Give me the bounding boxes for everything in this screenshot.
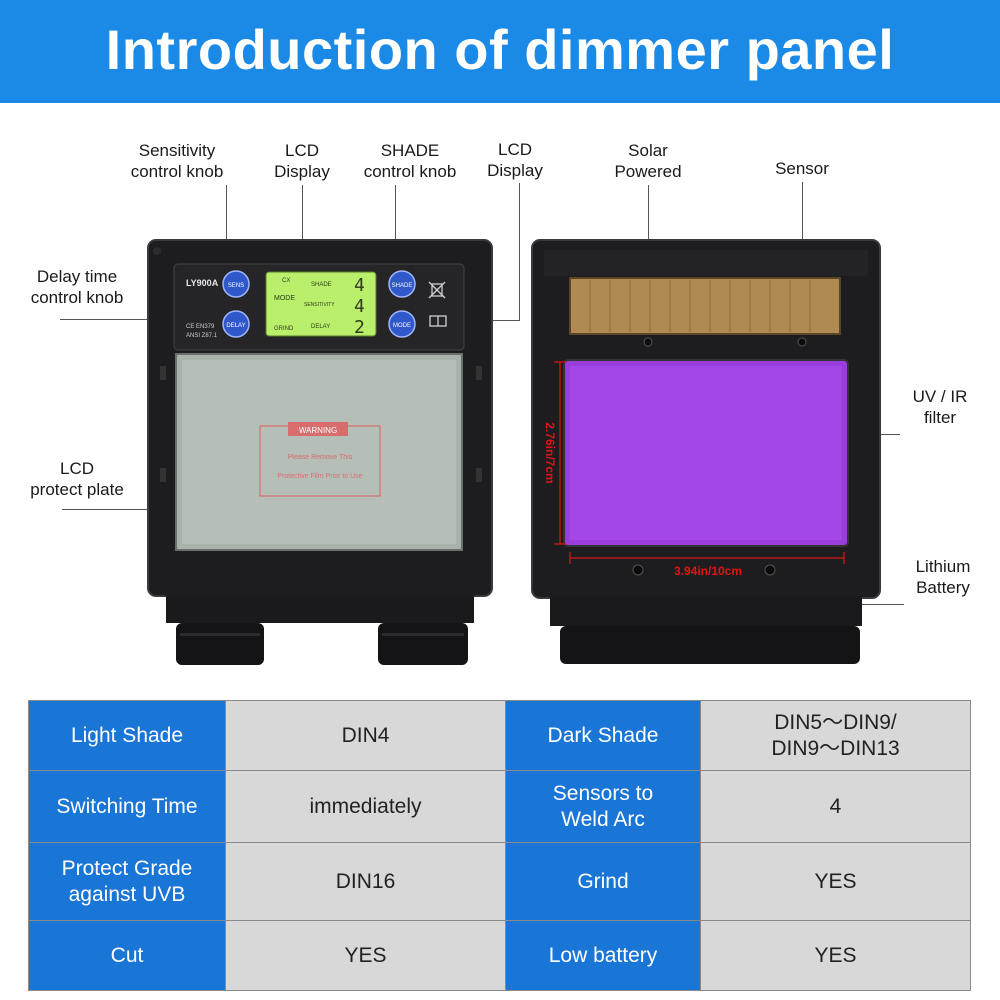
lcd-digit-delay: 2 — [354, 317, 365, 338]
sensor-dot — [797, 337, 807, 347]
label-line: Sensitivity — [138, 141, 216, 160]
width-dimension-label: 3.94in/10cm — [674, 564, 742, 578]
mode-button-label: MODE — [393, 323, 411, 329]
label-sensitivity-knob: Sensitivity control knob — [122, 140, 232, 182]
shade-button[interactable] — [388, 270, 416, 298]
label-line: filter — [923, 408, 957, 427]
title-banner: Introduction of dimmer panel — [0, 0, 1000, 103]
lcd-sensitivity: SENSITIVITY — [304, 302, 335, 308]
cert-ansi: ANSI Z87.1 — [186, 333, 218, 339]
table-row: Light Shade DIN4 Dark Shade DIN5～DIN9/ D… — [28, 700, 971, 771]
leader-line — [519, 183, 520, 321]
label-line: Solar — [628, 141, 668, 160]
spec-value: 4 — [700, 770, 971, 843]
label-sensor: Sensor — [760, 158, 844, 179]
no-waste-bin-icon — [428, 281, 446, 299]
label-line: Battery — [916, 578, 970, 597]
cert-ce: CE EN379 — [186, 324, 215, 330]
back-dimmer-panel: 2.76in/7cm 3.94in/10cm — [531, 239, 881, 664]
solar-cell — [569, 277, 841, 335]
spec-key-line: Protect Grade — [61, 856, 193, 880]
label-line: Display — [487, 161, 543, 180]
front-dimmer-panel: LY900A CE EN379 ANSI Z87.1 SENS DELAY SH… — [147, 239, 493, 665]
lcd-delay: DELAY — [311, 324, 330, 330]
label-line: UV / IR — [912, 387, 968, 406]
spec-value-line: DIN5～DIN9/ — [774, 710, 897, 734]
spec-key: Switching Time — [28, 770, 226, 843]
lcd-digit-shade: 4 — [354, 275, 365, 296]
lcd-cx: CX — [282, 278, 290, 284]
leader-line — [395, 185, 396, 273]
label-line: Delay time — [36, 267, 118, 286]
sensor-dot — [643, 337, 653, 347]
label-lcd-display-a: LCD Display — [262, 140, 342, 182]
delay-button-label: DELAY — [226, 323, 245, 329]
height-dimension — [554, 361, 566, 545]
sens-button[interactable] — [222, 270, 250, 298]
lcd-digit-sensitivity: 4 — [354, 296, 365, 317]
label-solar: Solar Powered — [600, 140, 696, 182]
spec-key: Protect Grade against UVB — [28, 842, 226, 921]
label-uv-ir-filter: UV / IR filter — [892, 386, 988, 428]
spec-value: DIN5～DIN9/ DIN9～DIN13 — [700, 700, 971, 771]
battery-icon — [429, 315, 447, 327]
spec-key: Sensors to Weld Arc — [505, 770, 701, 843]
label-line: LCD — [497, 140, 532, 159]
spec-key: Cut — [28, 920, 226, 991]
label-line: LCD — [59, 459, 94, 478]
table-row: Cut YES Low battery YES — [28, 920, 971, 991]
spec-value: DIN16 — [225, 842, 506, 921]
leader-line — [226, 185, 227, 275]
table-row: Protect Grade against UVB DIN16 Grind YE… — [28, 842, 971, 921]
spec-key: Grind — [505, 842, 701, 921]
spec-key-line: Weld Arc — [561, 807, 645, 831]
spec-value: YES — [700, 920, 971, 991]
label-line: control knob — [30, 288, 124, 307]
warning-line-1: Please Remove This — [288, 454, 353, 461]
label-lithium-battery: Lithium Battery — [898, 556, 988, 598]
spec-value: YES — [225, 920, 506, 991]
label-line: control knob — [130, 162, 224, 181]
warning-title: WARNING — [299, 426, 337, 435]
leader-line — [846, 604, 904, 605]
label-shade-knob: SHADE control knob — [350, 140, 470, 182]
spec-value: YES — [700, 842, 971, 921]
label-line: control knob — [363, 162, 457, 181]
width-dimension — [569, 552, 845, 564]
spec-key: Low battery — [505, 920, 701, 991]
mode-button[interactable] — [388, 310, 416, 338]
delay-button[interactable] — [222, 310, 250, 338]
model-label: LY900A — [186, 278, 219, 288]
label-line: SHADE — [380, 141, 440, 160]
height-dimension-label: 2.76in/7cm — [543, 422, 557, 483]
lcd-shade: SHADE — [311, 282, 332, 288]
label-line: LCD — [284, 141, 319, 160]
spec-key: Dark Shade — [505, 700, 701, 771]
label-lcd-protect-plate: LCD protect plate — [22, 458, 132, 500]
label-lcd-display-b: LCD Display — [475, 139, 555, 181]
lcd-display — [265, 271, 377, 337]
table-row: Switching Time immediately Sensors to We… — [28, 770, 971, 843]
leader-line — [60, 319, 230, 320]
label-line: Display — [274, 162, 330, 181]
lcd-grind: GRIND — [274, 326, 294, 332]
spec-table: Light Shade DIN4 Dark Shade DIN5～DIN9/ D… — [28, 700, 971, 991]
label-line: Sensor — [775, 159, 829, 178]
label-line: Powered — [614, 162, 682, 181]
leader-line — [302, 185, 303, 273]
lcd-mode: MODE — [274, 295, 295, 302]
spec-value-line: DIN9～DIN13 — [771, 736, 900, 760]
spec-value: DIN4 — [225, 700, 506, 771]
shade-button-label: SHADE — [392, 283, 413, 289]
spec-key-line: against UVB — [68, 882, 186, 906]
label-line: Lithium — [915, 557, 971, 576]
warning-line-2: Protective Film Prior to Use — [277, 473, 362, 480]
spec-key-line: Sensors to — [552, 781, 654, 805]
spec-value: immediately — [225, 770, 506, 843]
page-title: Introduction of dimmer panel — [105, 18, 895, 81]
label-delay-knob: Delay time control knob — [20, 266, 134, 308]
sens-button-label: SENS — [228, 283, 244, 289]
label-line: protect plate — [30, 480, 124, 499]
spec-key: Light Shade — [28, 700, 226, 771]
